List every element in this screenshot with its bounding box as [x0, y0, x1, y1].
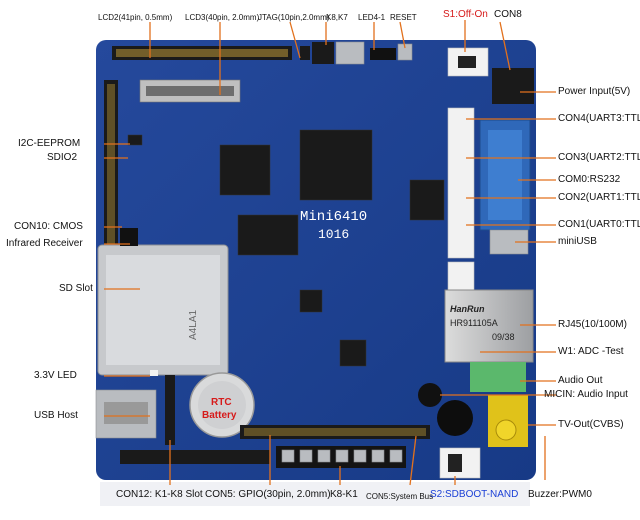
- label-com0: COM0:RS232: [558, 174, 621, 185]
- label-sdio2: SDIO2: [47, 152, 78, 163]
- ir-receiver: [120, 228, 138, 246]
- k8k7-buttons: [335, 41, 365, 65]
- audio-out-jack: [470, 362, 526, 392]
- battery-text: Battery: [202, 410, 237, 421]
- label-s1: S1:Off-On: [443, 9, 488, 20]
- label-power: Power Input(5V): [558, 86, 631, 97]
- label-ir: Infrared Receiver: [6, 238, 83, 249]
- label-k8k7: K8,K7: [326, 13, 348, 22]
- label-led4-1: LED4-1: [358, 13, 386, 22]
- rtc-text: RTC: [211, 397, 232, 408]
- left-header: [104, 80, 118, 260]
- eeprom-chip: [127, 134, 143, 146]
- rj45-port: [444, 289, 534, 363]
- samsung-ram: [219, 144, 271, 196]
- jtag-header: [312, 42, 334, 64]
- k-slot-header: [165, 375, 175, 445]
- leader-lines: [104, 20, 556, 486]
- hanrun-part: HR911105A: [450, 318, 498, 328]
- label-s2: S2:SDBOOT-NAND: [430, 489, 519, 500]
- label-micin: MICIN: Audio Input: [544, 389, 628, 400]
- label-tv-out: TV-Out(CVBS): [558, 419, 624, 430]
- board-reflection: [100, 482, 530, 506]
- board-name: Mini6410: [300, 209, 367, 225]
- led-bar: [370, 48, 396, 60]
- label-usb-host: USB Host: [34, 410, 78, 421]
- led-3v3: [150, 370, 158, 376]
- sd-slot-text: A4LA1: [188, 310, 199, 340]
- uart-headers: [447, 107, 475, 259]
- reset-button: [397, 43, 413, 61]
- label-i2c-eeprom: I2C-EEPROM: [18, 138, 81, 149]
- label-lcd2: LCD2(41pin, 0.5mm): [98, 13, 173, 22]
- board-number: 1016: [318, 227, 349, 242]
- ic-u13: [299, 289, 323, 313]
- label-miniusb: miniUSB: [558, 236, 597, 247]
- label-con5-bus: CON5:System Bus: [366, 492, 434, 501]
- hanrun-logo: HanRun: [450, 304, 485, 314]
- ic-u12: [409, 179, 445, 221]
- label-jtag: JTAG(10pin,2.0mm): [258, 13, 330, 22]
- hanrun-date: 09/38: [492, 332, 515, 342]
- lcd3-header: [300, 46, 310, 60]
- label-w1: W1: ADC -Test: [558, 346, 624, 357]
- cpu-chip: [299, 129, 373, 201]
- mic-in: [418, 383, 442, 407]
- nand-chip: [237, 214, 299, 256]
- ic-small: [339, 339, 367, 367]
- label-lcd3: LCD3(40pin, 2.0mm): [185, 13, 260, 22]
- label-con8: CON8: [494, 9, 522, 20]
- uart0-header: [447, 261, 475, 293]
- label-audio-out: Audio Out: [558, 375, 603, 386]
- label-con1: CON1(UART0:TTL): [558, 219, 640, 230]
- label-sd-slot: SD Slot: [59, 283, 93, 294]
- buzzer: [437, 400, 473, 436]
- label-rj45: RJ45(10/100M): [558, 319, 627, 330]
- label-con3: CON3(UART2:TTL): [558, 152, 640, 163]
- bottom-header-left: [120, 450, 270, 464]
- label-buzzer: Buzzer:PWM0: [528, 489, 592, 500]
- label-con5-gpio: CON5: GPIO(30pin, 2.0mm): [205, 489, 331, 500]
- label-reset: RESET: [390, 13, 417, 22]
- label-con2: CON2(UART1:TTL): [558, 192, 640, 203]
- label-con10: CON10: CMOS: [14, 221, 83, 232]
- label-3v3-led: 3.3V LED: [34, 370, 77, 381]
- label-con12: CON12: K1-K8 Slot: [116, 489, 203, 500]
- label-k8k1: K8-K1: [330, 489, 358, 500]
- con8-power-jack: [492, 68, 534, 104]
- gpio-header: [240, 425, 430, 439]
- label-con4: CON4(UART3:TTL): [558, 113, 640, 124]
